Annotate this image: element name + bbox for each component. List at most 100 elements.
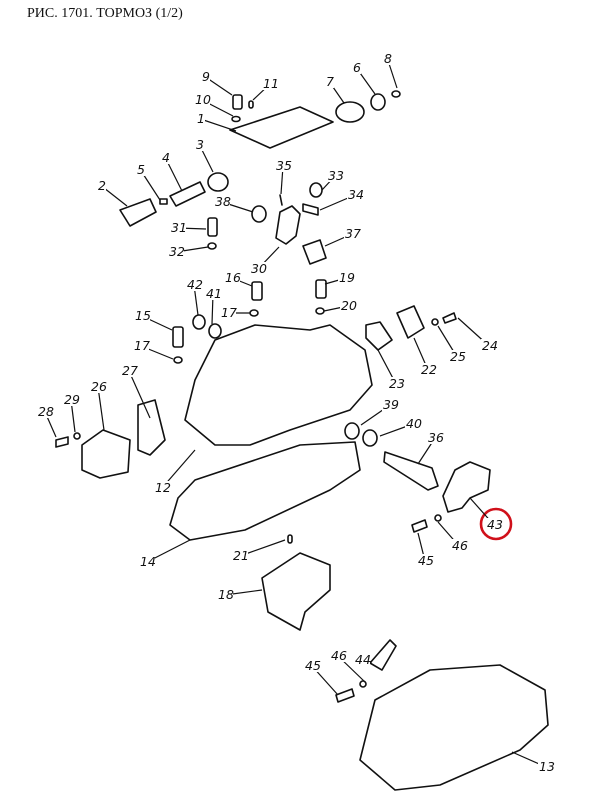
- part-gasket-14: [169, 441, 361, 541]
- callout-14: 14: [140, 554, 156, 569]
- part-bushing-37: [302, 239, 327, 265]
- callout-11: 11: [263, 76, 279, 91]
- callout-46b: 46: [331, 648, 347, 663]
- part-bolt-19: [315, 279, 327, 299]
- callout-39: 39: [383, 397, 399, 412]
- part-gasket-23: [365, 321, 393, 351]
- callout-9: 9: [202, 69, 210, 84]
- part-bolt-28: [55, 436, 69, 448]
- part-lever-44: [369, 639, 397, 671]
- callout-labels: 1234567891011121314151617171819202122232…: [37, 51, 555, 774]
- part-bushing-41: [208, 323, 222, 339]
- figure-title: РИС. 1701. ТОРМОЗ (1/2): [27, 6, 183, 21]
- part-piston-4: [169, 181, 206, 207]
- callout-21: 21: [233, 548, 249, 563]
- callout-19: 19: [339, 270, 355, 285]
- callout-31: 31: [171, 220, 187, 235]
- callout-41: 41: [206, 286, 222, 301]
- part-bolt-45b: [335, 688, 355, 703]
- callout-bg-c27: [121, 364, 137, 377]
- callout-bg-c38: [214, 195, 230, 208]
- callout-43: 43: [487, 517, 503, 532]
- part-pin-11: [248, 100, 254, 109]
- callout-36: 36: [428, 430, 444, 445]
- part-cover-26: [81, 429, 131, 479]
- callout-bg-c3: [195, 138, 204, 151]
- callout-45b: 45: [305, 658, 321, 673]
- callout-bg-c25: [449, 350, 465, 363]
- part-washer-10: [231, 115, 241, 123]
- callout-bg-c22: [420, 363, 436, 376]
- callout-7: 7: [326, 74, 334, 89]
- part-washer-29: [73, 432, 81, 440]
- callout-bg-c45b: [304, 659, 320, 672]
- leader-line-c26: [97, 386, 105, 431]
- part-washer-46a: [434, 514, 442, 522]
- callout-8: 8: [384, 51, 392, 66]
- callout-26: 26: [91, 379, 107, 394]
- callout-bg-c26: [90, 380, 106, 393]
- leader-line-c27: [128, 370, 151, 419]
- callout-4: 4: [162, 150, 170, 165]
- part-bolt-16: [251, 281, 263, 301]
- callout-bg-c34: [347, 188, 363, 201]
- callout-bg-c10: [194, 93, 210, 106]
- callout-bg-c45a: [417, 554, 433, 567]
- callout-38: 38: [215, 194, 231, 209]
- callout-bg-c20: [340, 299, 356, 312]
- callout-10: 10: [195, 92, 211, 107]
- callout-bg-c17a: [133, 339, 149, 352]
- callout-bg-c32: [168, 245, 184, 258]
- parts: [55, 90, 549, 791]
- part-washer-17a: [173, 356, 183, 364]
- part-washer-32: [207, 242, 217, 250]
- part-ring-8: [391, 90, 401, 98]
- part-housing-12: [184, 324, 373, 446]
- part-washer-46b: [359, 680, 367, 688]
- callout-bg-c36: [427, 431, 443, 444]
- part-bushing-6: [370, 93, 386, 111]
- callout-30: 30: [251, 261, 267, 276]
- part-bushing-38: [251, 205, 267, 223]
- highlight-circle: [479, 507, 513, 541]
- part-pin-21: [287, 534, 293, 544]
- callout-3: 3: [196, 137, 204, 152]
- callout-bg-c11: [262, 77, 278, 90]
- callout-29: 29: [64, 392, 80, 407]
- callout-33: 33: [328, 168, 344, 183]
- callout-23: 23: [389, 376, 405, 391]
- callout-6: 6: [353, 60, 361, 75]
- callout-15: 15: [135, 308, 151, 323]
- callout-bg-c17b: [220, 306, 236, 319]
- callout-bg-c6: [352, 61, 361, 74]
- callout-44: 44: [355, 652, 371, 667]
- callout-bg-c44: [354, 653, 370, 666]
- callout-bg-c13: [538, 760, 554, 773]
- callout-bg-c39: [382, 398, 398, 411]
- part-cover-1: [229, 106, 334, 149]
- part-bolt-15: [172, 326, 184, 348]
- callout-bg-c9: [201, 70, 210, 83]
- part-bolt-45a: [411, 519, 428, 533]
- part-assembly-13: [359, 664, 549, 791]
- part-bushing-33: [309, 182, 323, 198]
- callout-bg-c24: [481, 339, 497, 352]
- callout-bg-c8: [383, 52, 392, 65]
- callout-37: 37: [345, 226, 361, 241]
- callout-2: 2: [98, 178, 106, 193]
- callout-bg-c4: [161, 151, 170, 164]
- callout-13: 13: [539, 759, 555, 774]
- callout-bg-c29: [63, 393, 79, 406]
- callout-bg-c40: [405, 417, 421, 430]
- part-gasket-27: [137, 399, 166, 456]
- callout-bg-c18: [217, 588, 233, 601]
- callout-bg-c14: [139, 555, 155, 568]
- callout-bg-c37: [344, 227, 360, 240]
- callout-bg-c42: [186, 278, 202, 291]
- callout-40: 40: [406, 416, 422, 431]
- callout-25: 25: [450, 349, 466, 364]
- callout-bg-c19: [338, 271, 354, 284]
- callout-bg-c46a: [451, 539, 467, 552]
- part-spring-7: [335, 101, 365, 123]
